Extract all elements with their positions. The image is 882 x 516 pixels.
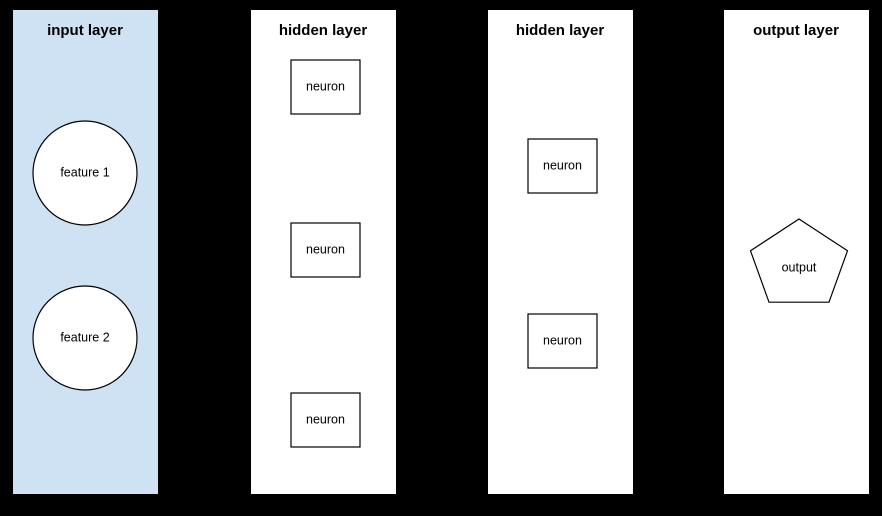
node-hidden2-neuron-2[interactable]: neuron [527,313,598,369]
layer-title-input-layer: input layer [47,22,123,39]
node-shape-hidden1-neuron-2[interactable] [290,222,361,278]
node-hidden1-neuron-1[interactable]: neuron [290,59,361,115]
layer-panel-hidden-layer-2 [488,10,633,494]
node-label-hidden1-neuron-2: neuron [306,242,345,256]
node-label-feature-2: feature 2 [60,330,109,344]
node-hidden2-neuron-1[interactable]: neuron [527,138,598,194]
node-shape-output-node[interactable] [749,218,849,303]
node-feature-1[interactable]: feature 1 [32,120,138,226]
layer-title-hidden-layer-1: hidden layer [279,22,368,39]
node-output-node[interactable]: output [749,218,849,303]
layer-titles-group: input layer hidden layer hidden layer outpu… [47,22,839,39]
node-shape-hidden1-neuron-3[interactable] [290,392,361,448]
node-hidden1-neuron-3[interactable]: neuron [290,392,361,448]
node-label-hidden1-neuron-1: neuron [306,79,345,93]
node-shape-feature-2[interactable] [32,285,138,391]
nodes-group: feature 1 feature 2 neuron neuron neuron neur… [32,59,849,448]
layer-title-hidden-layer-2: hidden layer [516,22,605,39]
node-label-output-node: output [782,260,817,274]
node-feature-2[interactable]: feature 2 [32,285,138,391]
node-shape-hidden2-neuron-1[interactable] [527,138,598,194]
node-shape-hidden1-neuron-1[interactable] [290,59,361,115]
node-hidden1-neuron-2[interactable]: neuron [290,222,361,278]
node-label-hidden1-neuron-3: neuron [306,412,345,426]
node-label-feature-1: feature 1 [60,165,109,179]
node-shape-feature-1[interactable] [32,120,138,226]
node-label-hidden2-neuron-1: neuron [543,158,582,172]
layer-title-output-layer: output layer [753,22,839,39]
node-shape-hidden2-neuron-2[interactable] [527,313,598,369]
node-label-hidden2-neuron-2: neuron [543,333,582,347]
layer-panel-input-layer [13,10,158,494]
